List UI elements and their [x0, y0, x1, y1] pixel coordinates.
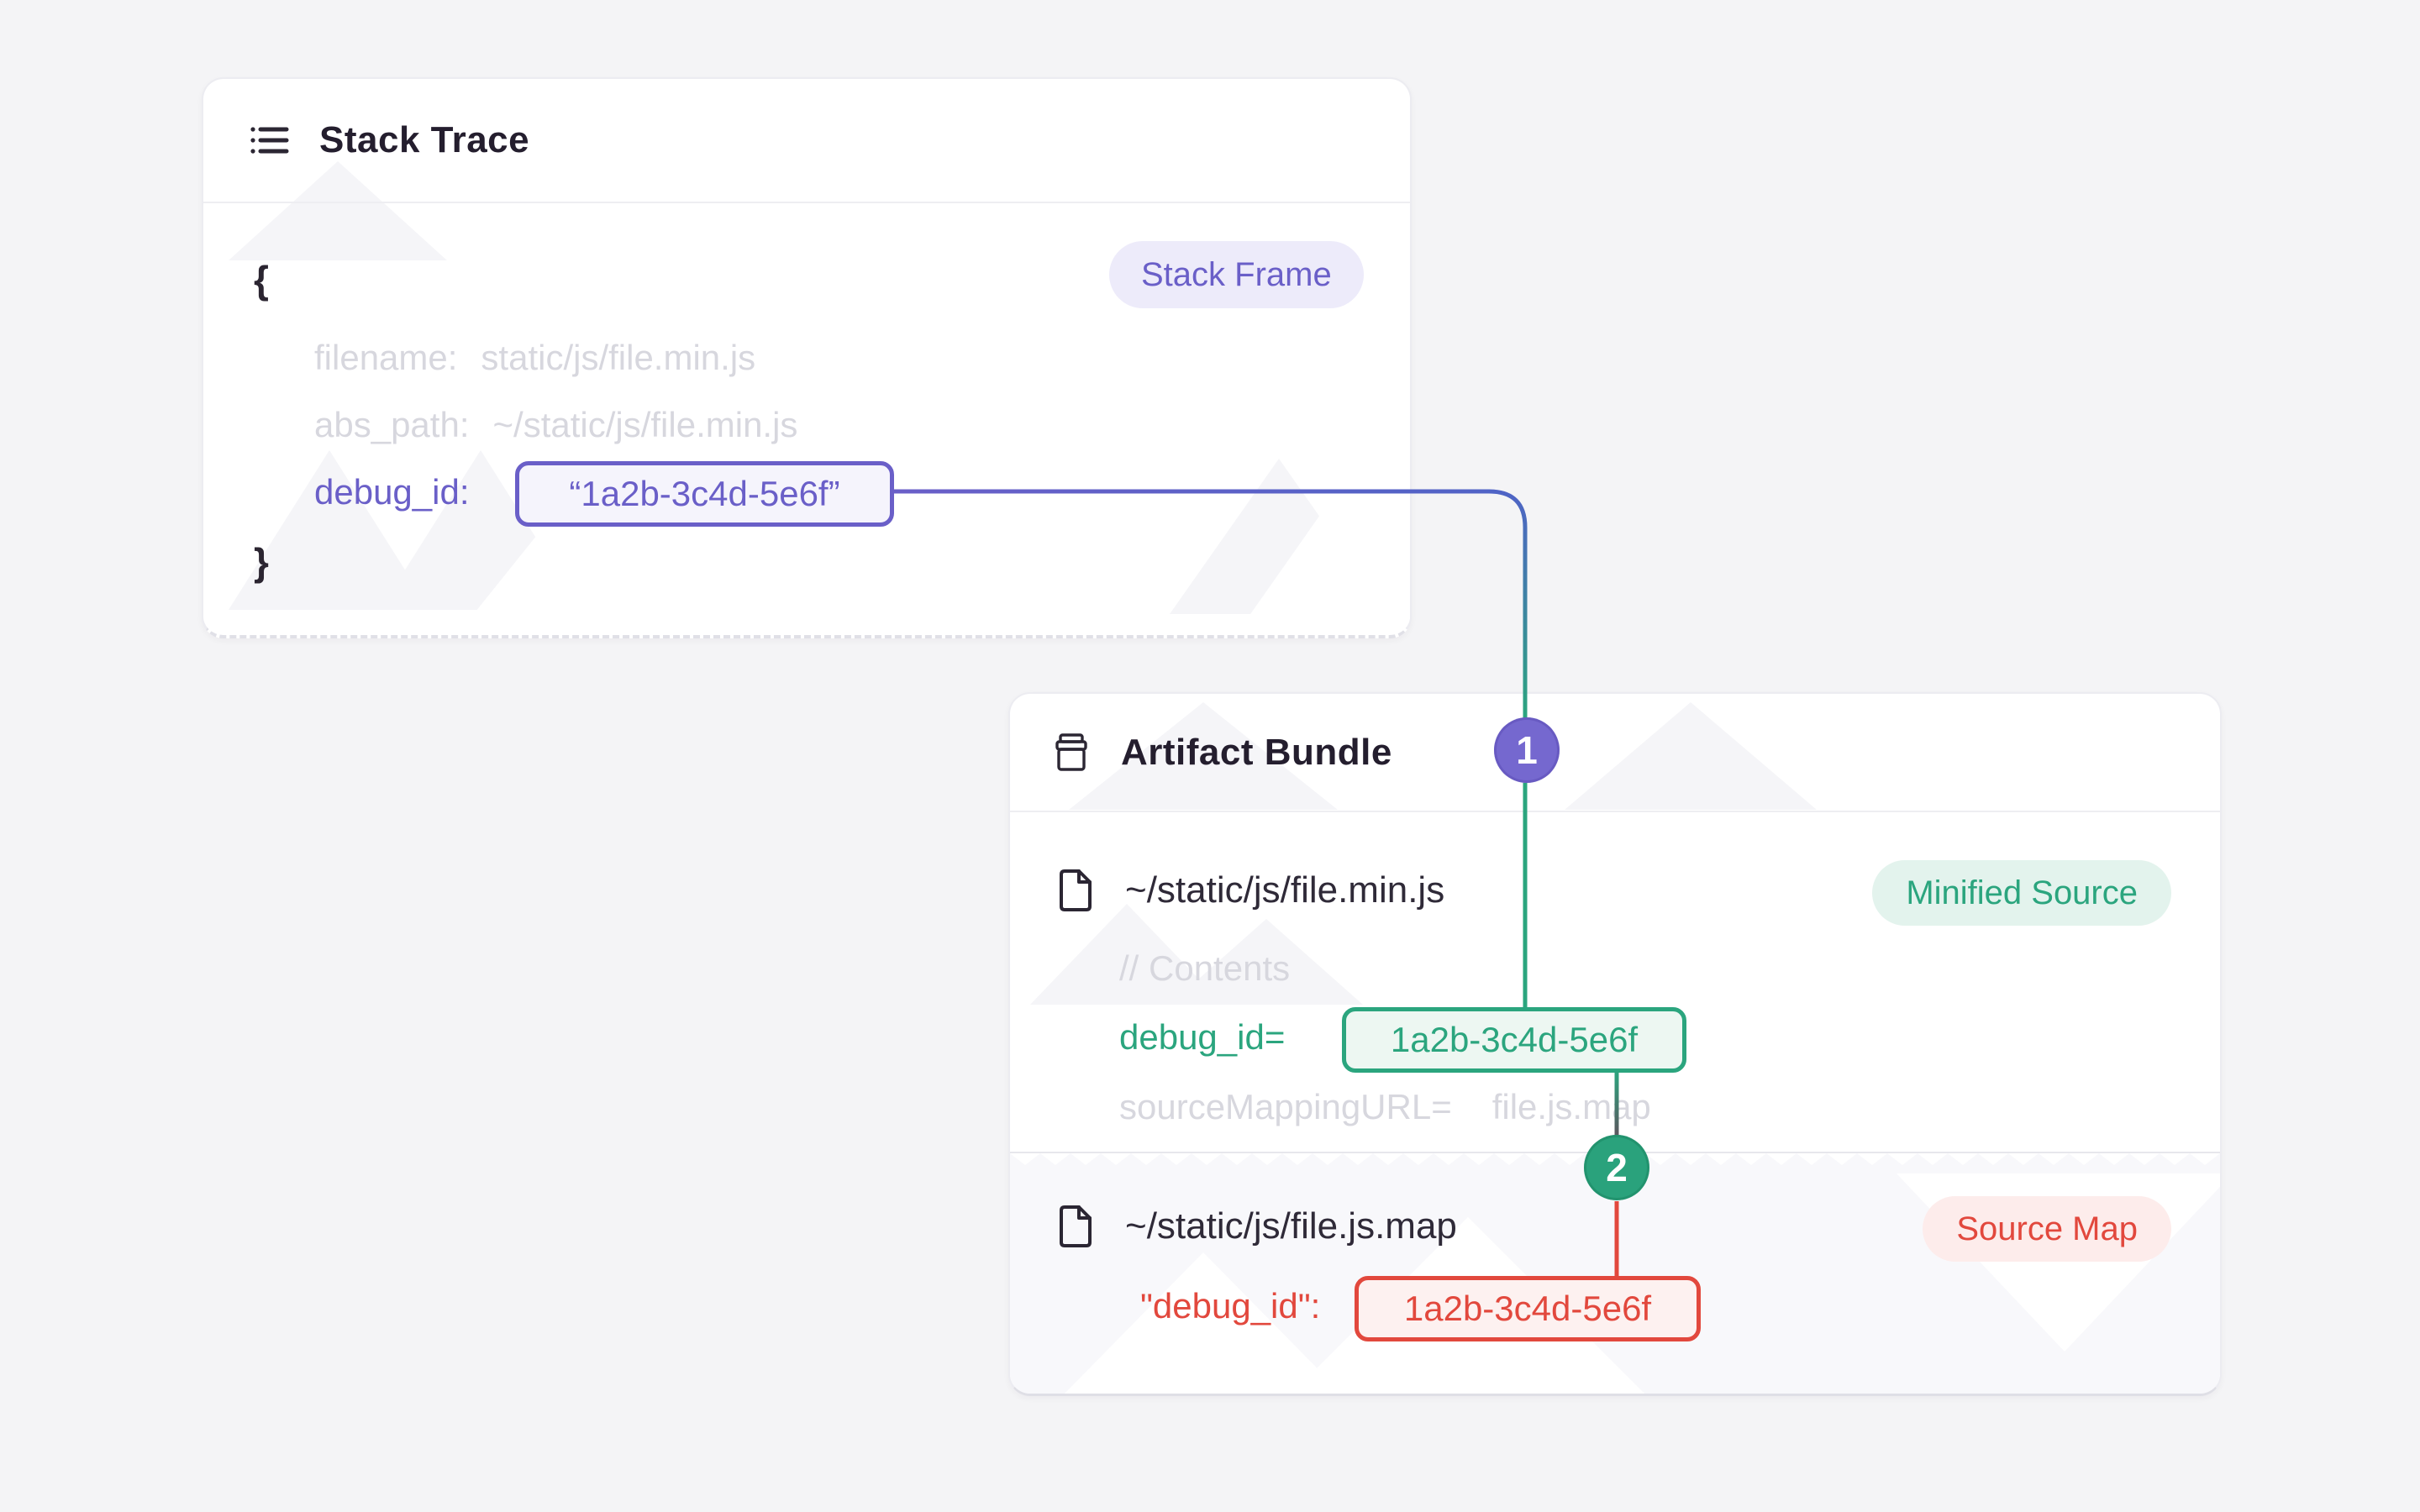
archive-box-icon [1055, 732, 1087, 771]
file-icon [1060, 1205, 1092, 1247]
source-mapping-url-line: sourceMappingURL= file.js.map [1119, 1087, 1651, 1127]
minified-source-badge: Minified Source [1872, 860, 2171, 926]
abs-path-line: abs_path: ~/static/js/file.min.js [314, 405, 797, 445]
filename-value: static/js/file.min.js [481, 338, 756, 377]
step-1-circle: 1 [1494, 717, 1560, 783]
filename-line: filename: static/js/file.min.js [314, 338, 755, 378]
minified-debug-id-label: debug_id= [1119, 1017, 1286, 1057]
sourcemap-debug-id-line: "debug_id": [1140, 1286, 1320, 1326]
sourcemap-file-row: ~/static/js/file.js.map [1056, 1205, 1457, 1248]
open-brace: { [254, 258, 269, 302]
source-mapping-url-label: sourceMappingURL= [1119, 1087, 1452, 1126]
abs-path-value: ~/static/js/file.min.js [492, 405, 798, 444]
stack-trace-title: Stack Trace [319, 119, 530, 160]
artifact-bundle-title: Artifact Bundle [1121, 731, 1392, 773]
source-mapping-url-value: file.js.map [1491, 1087, 1651, 1126]
file-icon [1060, 869, 1092, 911]
artifact-bundle-header: Artifact Bundle [1010, 694, 2220, 812]
debug-id-value-box: “1a2b-3c4d-5e6f” [515, 461, 894, 527]
sourcemap-debug-id-label: "debug_id": [1140, 1286, 1321, 1326]
sourcemap-debug-id-value-box: 1a2b-3c4d-5e6f [1355, 1276, 1701, 1341]
list-icon [250, 127, 289, 154]
stack-frame-badge: Stack Frame [1109, 241, 1364, 308]
debug-id-line: debug_id: [314, 472, 470, 512]
minified-file-path: ~/static/js/file.min.js [1125, 869, 1445, 911]
minified-file-row: ~/static/js/file.min.js [1056, 869, 1444, 912]
step-2-circle: 2 [1584, 1135, 1649, 1200]
artifact-bundle-card: Artifact Bundle ~/static/js/file.min.js … [1008, 692, 2222, 1396]
debug-id-label: debug_id: [314, 472, 470, 512]
filename-label: filename: [314, 338, 458, 377]
stack-trace-header: Stack Trace [203, 79, 1410, 203]
sourcemap-file-path: ~/static/js/file.js.map [1125, 1205, 1457, 1247]
stack-trace-card: Stack Trace Stack Frame { filename: stat… [202, 77, 1412, 638]
source-map-badge: Source Map [1923, 1196, 2171, 1262]
contents-comment: // Contents [1119, 948, 1291, 988]
minified-debug-id-line: debug_id= [1119, 1017, 1285, 1058]
connector-1-vertical [1488, 489, 1528, 719]
close-brace: } [254, 540, 269, 584]
abs-path-label: abs_path: [314, 405, 470, 444]
minified-debug-id-value-box: 1a2b-3c4d-5e6f [1342, 1007, 1686, 1073]
